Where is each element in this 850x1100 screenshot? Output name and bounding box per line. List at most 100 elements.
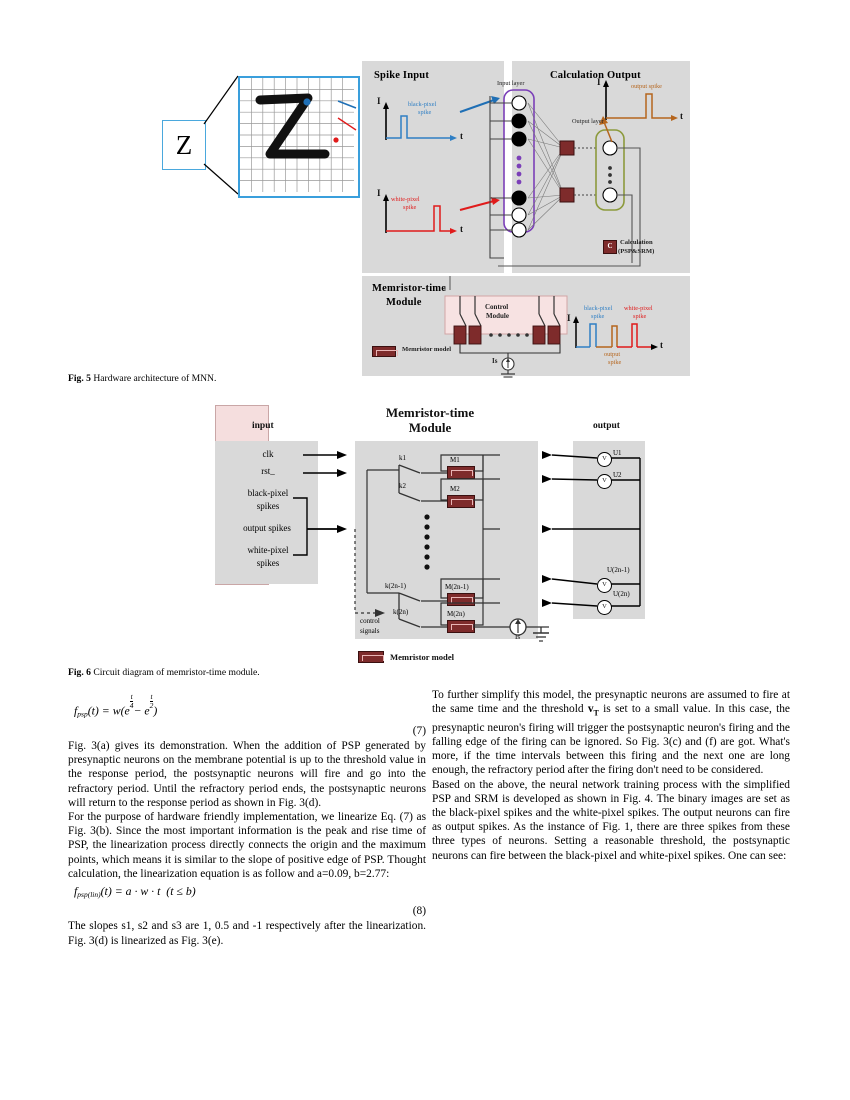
- figure-6-output-header: output: [593, 421, 620, 431]
- digit-sample-box: Z: [162, 120, 206, 170]
- right-paragraph-2: Based on the above, the neural network t…: [432, 778, 790, 862]
- eq8-condition: (t ≤ b): [166, 883, 196, 898]
- figure-6-caption-label: Fig. 6: [68, 667, 91, 678]
- eq7-exp1-den: 4: [129, 700, 134, 710]
- eq7-mid: − e: [133, 703, 150, 718]
- right-p1-pre: To further simplify this model, the pres…: [432, 689, 790, 716]
- axis-t-label-module: t: [660, 340, 663, 350]
- f6-switch-k2n-1: k(2n-1): [385, 582, 406, 590]
- f6-output-U2n-1: U(2n-1): [607, 566, 630, 574]
- memristor-time-title-2: Module: [386, 297, 422, 308]
- axis-t-label-black: t: [460, 131, 463, 141]
- memristor-model-icon-fig5: [372, 346, 398, 357]
- equation-7-number: (7): [412, 724, 426, 737]
- magnified-digit-grid: [238, 76, 360, 198]
- spike-input-title: Spike Input: [374, 70, 430, 81]
- f6-input-clk: clk: [262, 449, 274, 459]
- left-paragraph-3: The slopes s1, s2 and s3 are 1, 0.5 and …: [68, 920, 426, 947]
- figure-5: Z: [160, 58, 690, 378]
- f6-memristor-M1-label: M1: [450, 456, 460, 464]
- eq8-sub: psp(lin): [77, 889, 101, 899]
- figure-6-title-1: Memristor-time: [385, 405, 475, 420]
- white-pixel-spike-label-2: spike: [403, 204, 417, 211]
- module-black-spike-label-2: spike: [591, 313, 605, 320]
- module-output-spike-label-1: output: [604, 351, 621, 358]
- f6-control-signals-1: control: [360, 617, 380, 625]
- f6-voltmeter-4: V: [597, 600, 612, 615]
- f6-switch-k1: k1: [399, 454, 406, 462]
- f6-current-source-label: Is: [515, 633, 521, 641]
- figure-5-caption-label: Fig. 5: [68, 373, 91, 384]
- f6-input-blackpixel-2: spikes: [256, 501, 280, 511]
- module-output-spike-label-2: spike: [608, 359, 622, 366]
- spike-input-panel: [362, 61, 504, 273]
- control-module-label-2: Module: [486, 312, 509, 320]
- eq8-body: (t) = a · w · t: [100, 883, 161, 898]
- figure-6: Memristor-time Module input output clk r…: [215, 405, 645, 650]
- axis-t-label-white: t: [460, 224, 463, 234]
- f6-memristor-M2n: [447, 620, 475, 633]
- eq8-f: f: [74, 883, 78, 898]
- f6-memristor-M2n-label: M(2n): [447, 610, 465, 618]
- control-module-label-1: Control: [485, 303, 509, 311]
- eq7-body-pre: (t) = w(e: [87, 703, 130, 718]
- figure-6-title-2: Module: [408, 420, 452, 435]
- right-p1-var-sub: T: [593, 708, 599, 718]
- output-spike-label: output spike: [631, 83, 662, 90]
- eq7-exp2-den: 2: [149, 700, 154, 710]
- eq7-exp2-num: t: [149, 692, 154, 702]
- digit-sample-label: Z: [175, 129, 193, 160]
- f6-memristor-M2: [447, 495, 475, 508]
- eq7-f: f: [74, 703, 78, 718]
- right-p1-var: v: [587, 703, 594, 716]
- right-p1-post: is set to a small value. In this case, t…: [432, 703, 790, 777]
- figure-5-caption: Fig. 5 Hardware architecture of MNN.: [68, 373, 216, 384]
- f6-input-whitepixel-1: white-pixel: [247, 545, 289, 555]
- f6-input-whitepixel-2: spikes: [256, 558, 280, 568]
- f6-output-U1: U1: [613, 449, 622, 457]
- f6-input-outputspikes: output spikes: [243, 523, 291, 533]
- f6-control-signals-2: signals: [360, 627, 380, 635]
- f6-switch-k2n: k(2n): [393, 608, 409, 616]
- eq7-sub: psp: [77, 709, 88, 719]
- calculation-legend-2: (PSP&SRM): [618, 248, 655, 255]
- f6-output-U2n: U(2n): [613, 590, 630, 598]
- f6-output-U2: U2: [613, 471, 622, 479]
- memristor-time-title-1: Memristor-time: [372, 283, 447, 294]
- black-pixel-spike-label-1: black-pixel: [408, 101, 437, 108]
- axis-I-label-output: I: [597, 77, 601, 87]
- right-text-column: To further simplify this model, the pres…: [432, 688, 790, 863]
- module-black-spike-label-1: black-pixel: [584, 305, 613, 312]
- memristor-model-legend-fig5: Memristor model: [402, 346, 452, 353]
- f6-memristor-M2n-1-label: M(2n-1): [445, 583, 469, 591]
- equation-8-number: (8): [412, 905, 426, 918]
- module-white-spike-label-2: spike: [633, 313, 647, 320]
- axis-I-label-white: I: [377, 188, 381, 198]
- right-paragraph-1: To further simplify this model, the pres…: [432, 688, 790, 778]
- black-pixel-spike-label-2: spike: [418, 109, 432, 116]
- figure-6-caption-text: Circuit diagram of memristor-time module…: [93, 667, 260, 678]
- axis-I-label-black: I: [377, 96, 381, 106]
- f6-input-rst: rst_: [261, 466, 275, 476]
- calculation-badge: C: [603, 240, 617, 254]
- f6-input-blackpixel-1: black-pixel: [247, 488, 289, 498]
- calculation-output-panel: [512, 61, 690, 273]
- memristor-model-icon-fig6: [358, 651, 384, 663]
- left-paragraph-1: Fig. 3(a) gives its demonstration. When …: [68, 739, 426, 809]
- input-layer-label: Input layer: [497, 80, 525, 87]
- f6-switch-k2: k2: [399, 482, 406, 490]
- figure-6-caption: Fig. 6 Circuit diagram of memristor-time…: [68, 667, 260, 678]
- output-layer-label: Output layer: [572, 118, 604, 125]
- f6-memristor-M1: [447, 466, 475, 479]
- module-white-spike-label-1: white-pixel: [624, 305, 653, 312]
- current-source-label-fig5: Is: [492, 357, 498, 365]
- f6-voltmeter-3: V: [597, 578, 612, 593]
- left-paragraph-2: For the purpose of hardware friendly imp…: [68, 810, 426, 880]
- figure-5-caption-text: Hardware architecture of MNN.: [93, 373, 217, 384]
- equation-8: fpsp(lin)(t) = a · w · t (t ≤ b): [74, 884, 426, 902]
- f6-memristor-M2n-1: [447, 593, 475, 606]
- f6-memristor-M2-label: M2: [450, 485, 460, 493]
